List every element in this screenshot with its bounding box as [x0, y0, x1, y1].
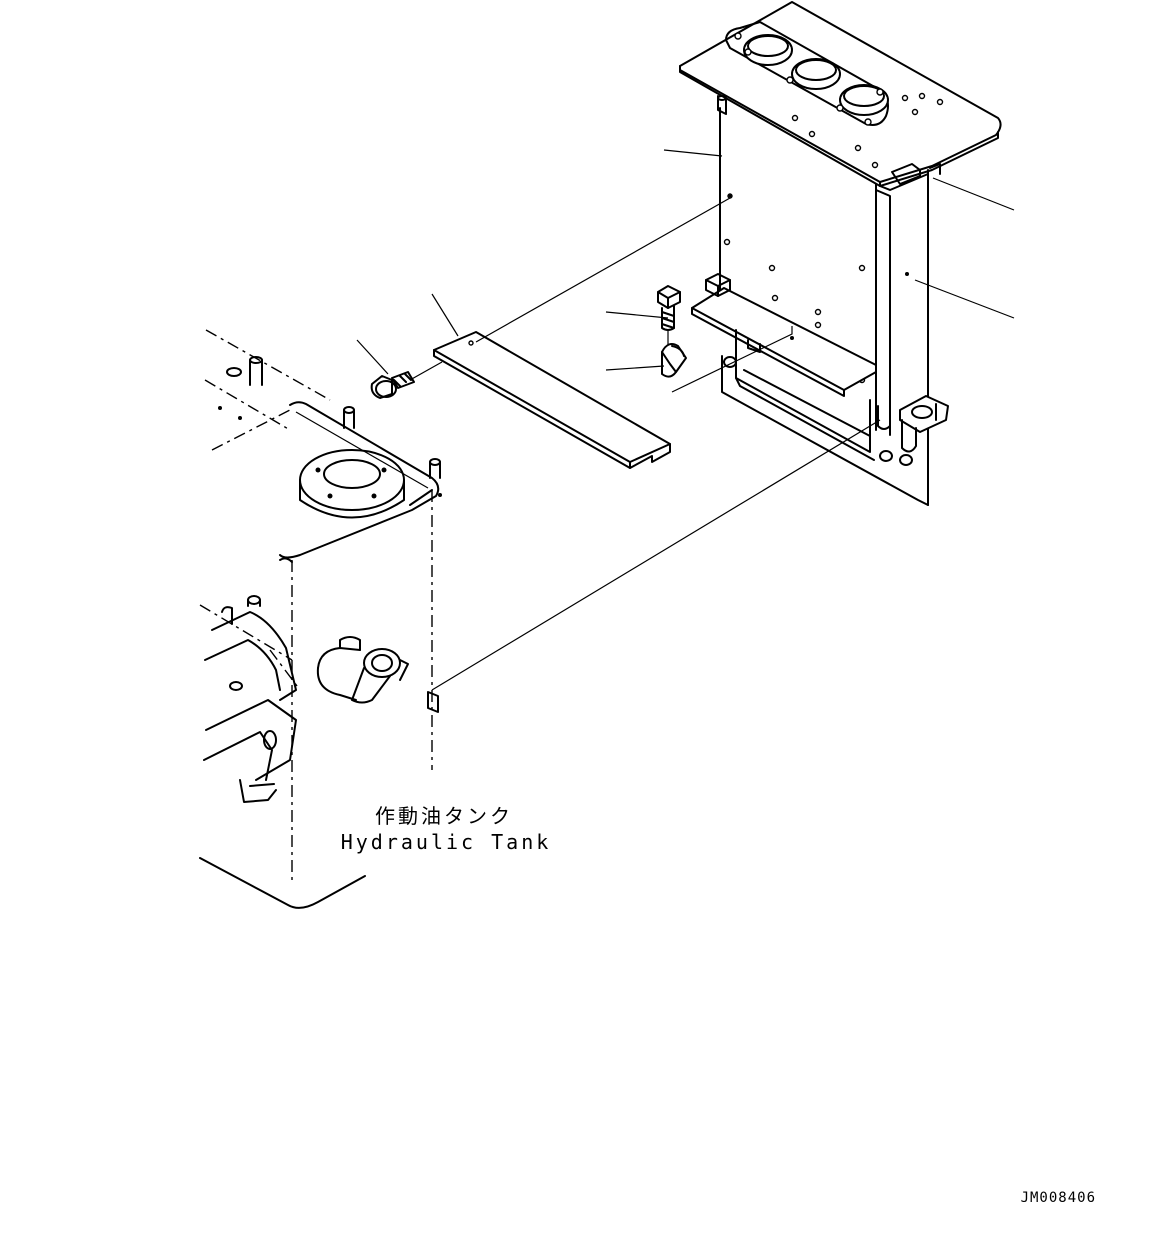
tank-label-jp: 作動油タンク: [375, 804, 513, 828]
flange-bolt-center: [657, 285, 681, 331]
panel-assembly: [679, 1, 1002, 506]
tank-label-en: Hydraulic Tank: [341, 830, 552, 854]
drawing-code: JM008406: [1021, 1190, 1096, 1206]
leader-lines: [356, 149, 1015, 691]
clip: [661, 343, 687, 378]
flange-bolt-left: [370, 371, 415, 399]
cover-plate: [433, 331, 671, 469]
hydraulic-tank: [199, 329, 442, 909]
